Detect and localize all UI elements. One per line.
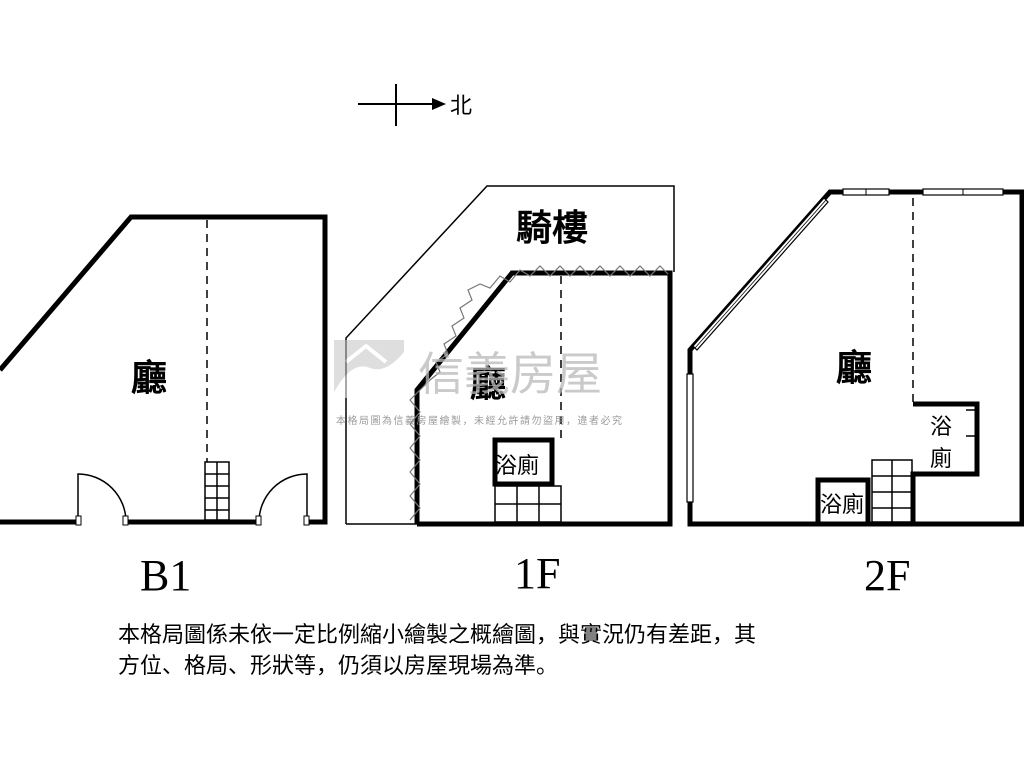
2f-floor-label: 2F xyxy=(864,551,910,600)
2f-bathroom-upper-label-1: 浴 xyxy=(930,415,952,440)
compass-arrow-icon xyxy=(432,98,446,110)
1f-rolling-shutter xyxy=(409,265,669,521)
disclaimer-line-2: 方位、格局、形狀等，仍須以房屋現場為準。 xyxy=(118,654,559,679)
1f-floor-label: 1F xyxy=(514,549,560,598)
2f-door-marks xyxy=(966,409,978,437)
watermark: 信義房屋 本格局圖為信義房屋繪製，未經允許請勿盜用，違者必究 xyxy=(334,340,624,427)
1f-arcade-outline xyxy=(345,185,675,524)
disclaimer-note: 本格局圖係未依一定比例縮小繪製之概繪圖，與實況仍有差距，其 方位、格局、形狀等，… xyxy=(118,620,918,682)
2f-stairs xyxy=(871,459,913,523)
2f-room-label: 廳 xyxy=(836,347,872,389)
b1-walls xyxy=(0,214,328,525)
1f-stairs xyxy=(494,485,562,523)
b1-door-left xyxy=(75,473,129,526)
watermark-brand: 信義房屋 xyxy=(418,347,602,401)
floor-b1: 廳 B1 xyxy=(0,214,328,600)
b1-room-label: 廳 xyxy=(131,357,167,399)
compass-label: 北 xyxy=(450,94,472,119)
floor-2f: 浴 廁 浴廁 廳 2F xyxy=(686,188,1024,600)
north-compass: 北 xyxy=(358,84,472,126)
2f-bathroom-small-label: 浴廁 xyxy=(820,493,864,518)
2f-bathroom-small-walls xyxy=(815,477,871,524)
watermark-logo-icon xyxy=(334,340,404,398)
1f-bathroom-walls xyxy=(492,437,555,487)
1f-walls xyxy=(414,270,673,527)
2f-bathroom-upper-label-2: 廁 xyxy=(930,447,952,472)
1f-room-label: 廳 xyxy=(470,363,506,405)
1f-bathroom-label: 浴廁 xyxy=(495,454,539,479)
b1-door-right xyxy=(255,473,310,526)
b1-stairs xyxy=(204,461,230,521)
2f-bathroom-upper-walls xyxy=(910,401,980,524)
2f-window-top-2 xyxy=(922,188,1004,196)
b1-floor-label: B1 xyxy=(140,551,191,600)
1f-arcade-label: 騎樓 xyxy=(516,207,588,249)
2f-window-left xyxy=(686,373,694,503)
2f-window-top-1 xyxy=(842,188,890,196)
watermark-notice: 本格局圖為信義房屋繪製，未經允許請勿盜用，違者必究 xyxy=(336,414,624,427)
floor-1f: 浴廁 騎樓 廳 1F xyxy=(345,185,675,598)
2f-window-diagonal xyxy=(692,197,829,351)
disclaimer-line-1: 本格局圖係未依一定比例縮小繪製之概繪圖，與實況仍有差距，其 xyxy=(118,623,757,648)
